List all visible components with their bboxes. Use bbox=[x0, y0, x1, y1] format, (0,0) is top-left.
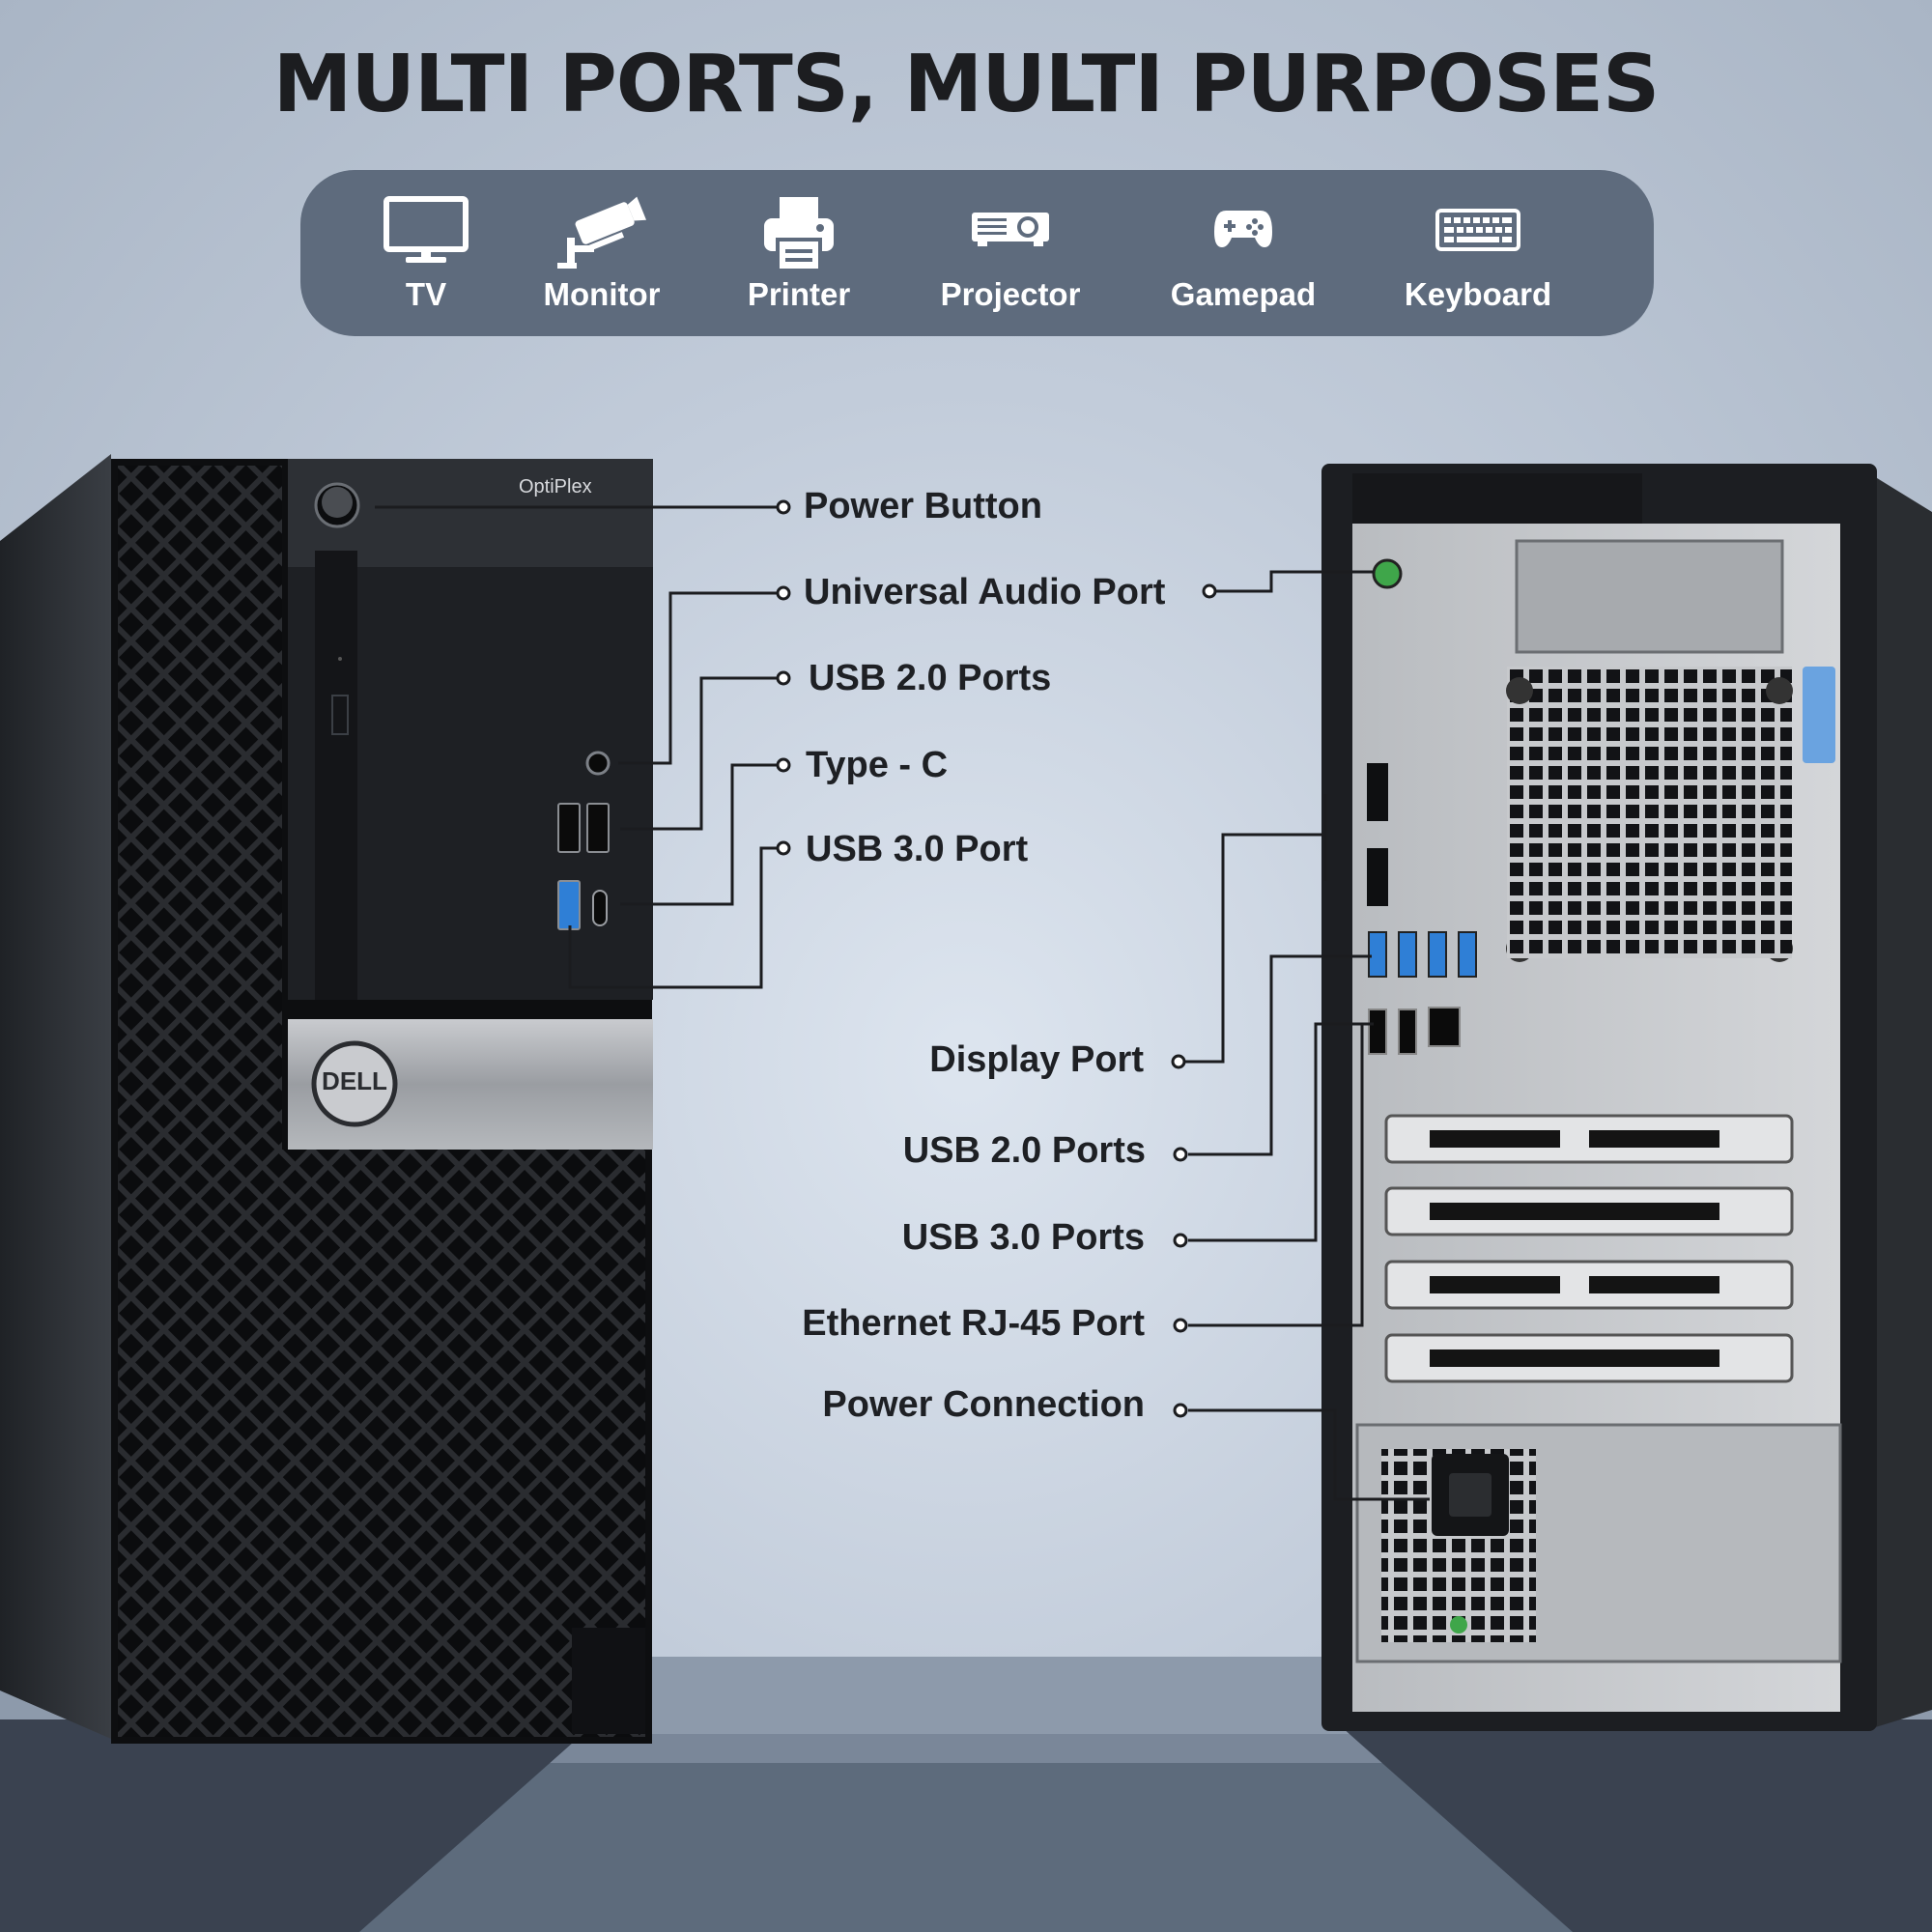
page-title: MULTI PORTS, MULTI PURPOSES bbox=[272, 39, 1660, 130]
device-label: Projector bbox=[940, 276, 1081, 312]
callout-universal-audio-port: Universal Audio Port bbox=[804, 572, 1166, 612]
gamepad-icon bbox=[1212, 207, 1274, 249]
device-bar: TV Monitor bbox=[300, 170, 1654, 336]
device-label: Gamepad bbox=[1170, 276, 1317, 312]
callout-usb2-front: USB 2.0 Ports bbox=[809, 658, 1052, 698]
tv-icon bbox=[383, 195, 469, 265]
device-label: Keyboard bbox=[1404, 276, 1552, 312]
callout-usb2-rear: USB 2.0 Ports bbox=[902, 1130, 1146, 1171]
device-monitor: Monitor bbox=[496, 170, 708, 336]
projector-icon bbox=[970, 209, 1051, 247]
front-tower bbox=[0, 444, 667, 1748]
device-label: Printer bbox=[747, 276, 851, 312]
callout-type-c: Type - C bbox=[806, 745, 949, 785]
device-printer: Printer bbox=[693, 170, 905, 336]
device-label: Monitor bbox=[543, 276, 661, 312]
callout-usb3-front: USB 3.0 Port bbox=[806, 829, 1029, 869]
callout-display-port: Display Port bbox=[929, 1039, 1144, 1080]
device-projector: Projector bbox=[904, 170, 1117, 336]
device-tv: TV bbox=[320, 170, 532, 336]
dell-logo: DELL bbox=[322, 1066, 387, 1095]
brand-label: OptiPlex bbox=[519, 476, 592, 497]
callout-power-button: Power Button bbox=[804, 486, 1042, 526]
security-camera-icon bbox=[554, 195, 650, 272]
device-keyboard: Keyboard bbox=[1372, 170, 1584, 336]
rear-tower bbox=[1314, 454, 1932, 1739]
device-label: TV bbox=[405, 276, 447, 312]
callout-ethernet: Ethernet RJ-45 Port bbox=[802, 1303, 1145, 1344]
keyboard-icon bbox=[1435, 209, 1520, 251]
printer-icon bbox=[760, 195, 838, 272]
device-gamepad: Gamepad bbox=[1137, 170, 1350, 336]
callout-usb3-rear: USB 3.0 Ports bbox=[901, 1217, 1145, 1258]
callout-power-connection: Power Connection bbox=[822, 1384, 1145, 1425]
